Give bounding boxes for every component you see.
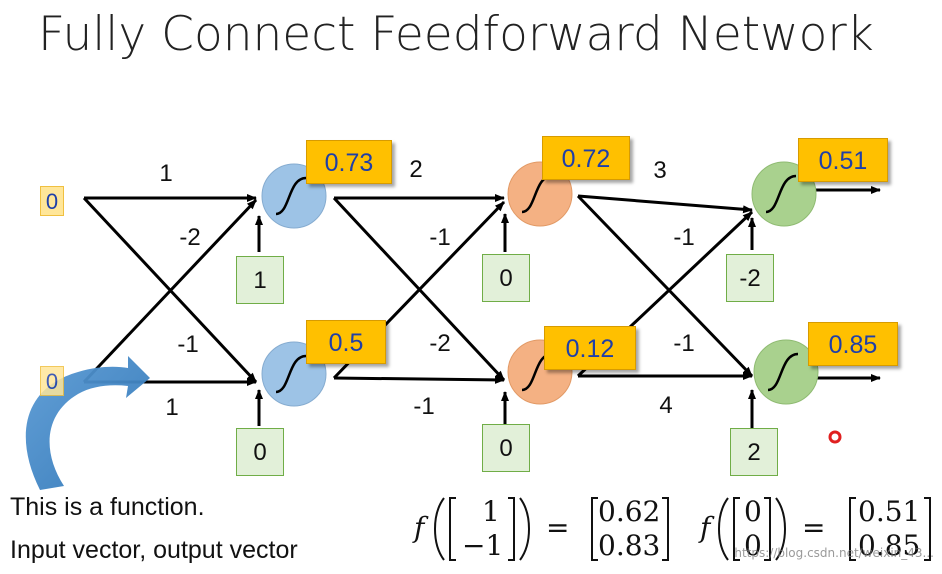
formula-2-in-bottom: 0: [744, 529, 762, 562]
formula-1-brackets: [434, 497, 669, 561]
formula-1-in-bottom: −1: [462, 529, 504, 562]
neuron-output: 0.5: [306, 320, 386, 364]
bias-box: 0: [482, 424, 530, 472]
neuron-output: 0.73: [306, 140, 392, 184]
input-0: 0: [40, 186, 64, 216]
weight-label: 1: [165, 394, 179, 421]
formula-1-in-top: 1: [482, 495, 500, 528]
neuron-l3-bottom: [753, 339, 819, 405]
weight-label: -1: [673, 224, 695, 251]
note-vectors: Input vector, output vector: [10, 536, 298, 564]
formula-1-out-top: 0.62: [598, 495, 661, 528]
bias-box: 0: [482, 254, 530, 302]
bias-box: 2: [730, 428, 778, 476]
formula-1: f 1 −1 = 0.62 0.83: [412, 494, 672, 564]
weight-label: 4: [659, 392, 673, 419]
pointer-dot-icon: [828, 430, 842, 444]
formula-2-f: f: [700, 511, 711, 544]
edge-l2-d: [333, 375, 505, 384]
slide-title: Fully Connect Feedforward Network: [38, 7, 874, 62]
weight-label: -2: [179, 224, 201, 251]
formula-1-eq: =: [546, 511, 570, 544]
formula-2-in-top: 0: [744, 495, 762, 528]
weight-label: 2: [409, 156, 423, 183]
weight-label: -1: [413, 393, 435, 420]
formula-1-f: f: [414, 511, 425, 544]
bias-box: 1: [236, 256, 284, 304]
watermark: https://blog.csdn.net/weixin_43...: [734, 546, 934, 560]
note-function: This is a function.: [10, 493, 205, 521]
weight-label: -1: [177, 331, 199, 358]
neuron-output: 0.12: [544, 326, 636, 370]
formula-2-eq: =: [802, 511, 826, 544]
edge-l3-b: [576, 194, 754, 378]
formula-2: f 0 0 = 0.51 0.85: [698, 494, 938, 564]
weight-label: 3: [653, 157, 667, 184]
weight-label: -2: [429, 330, 451, 357]
neuron-output: 0.72: [542, 136, 630, 180]
formula-1-out-bottom: 0.83: [598, 529, 661, 562]
formula-2-out-top: 0.51: [858, 495, 921, 528]
formula-2-out-bottom: 0.85: [858, 529, 921, 562]
weight-label: 1: [159, 160, 173, 187]
weight-label: -1: [429, 224, 451, 251]
formula-2-brackets: [718, 497, 931, 561]
bias-box: -2: [726, 254, 774, 302]
neuron-output: 0.85: [808, 322, 898, 366]
neuron-output: 0.51: [798, 138, 888, 182]
edge-l1-c: [82, 198, 258, 384]
weight-label: -1: [673, 330, 695, 357]
bias-box: 0: [236, 428, 284, 476]
edge-l3-a: [577, 194, 753, 214]
input-1: 0: [40, 366, 64, 396]
